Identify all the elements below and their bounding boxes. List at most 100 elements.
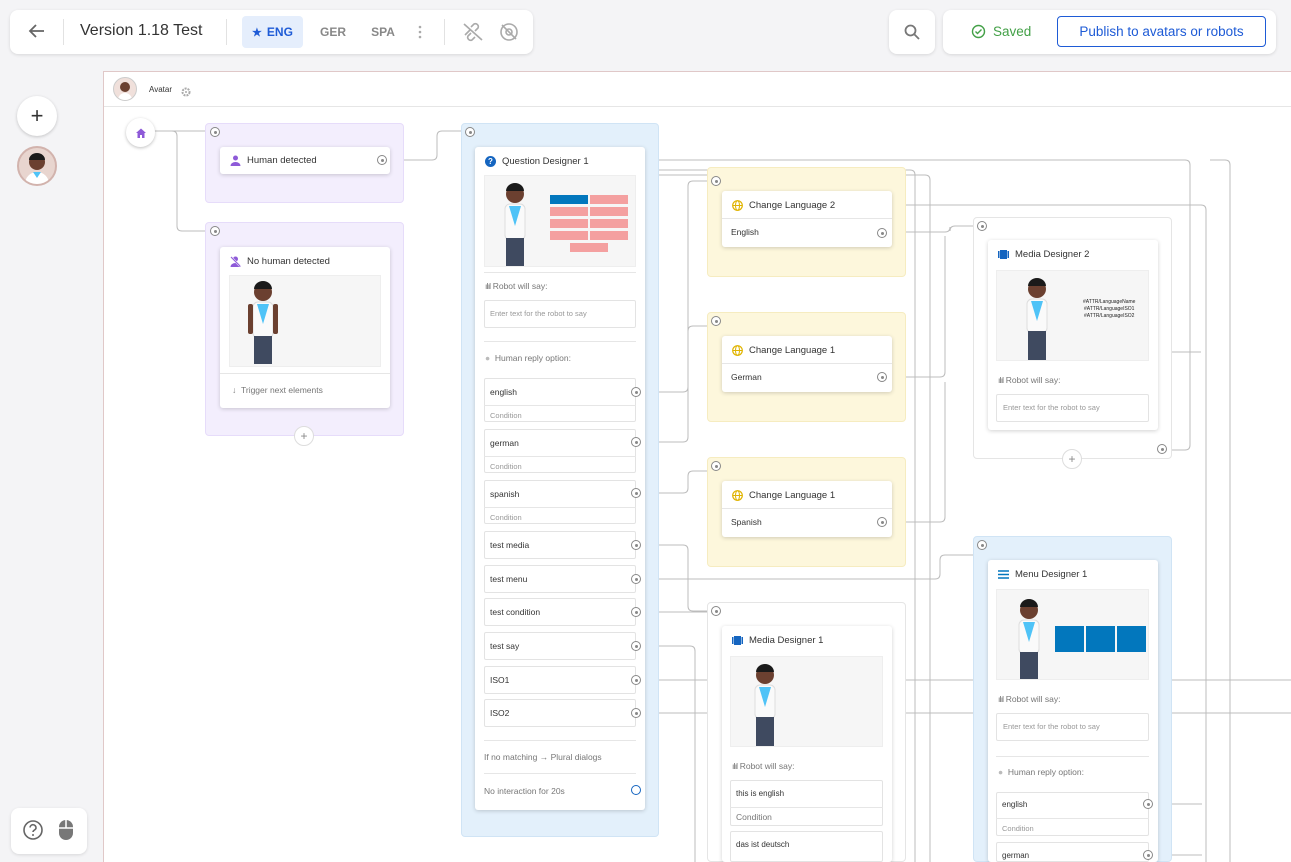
input-port[interactable] <box>711 606 721 616</box>
separator <box>722 508 892 509</box>
input-port[interactable] <box>977 540 987 550</box>
add-element-button[interactable]: + <box>17 96 57 136</box>
reply-option-test-say[interactable] <box>484 632 636 660</box>
output-port[interactable] <box>877 372 887 382</box>
robot-say-text: Robot will say: <box>492 281 548 291</box>
robot-say-input[interactable] <box>996 394 1149 422</box>
input-port[interactable] <box>711 176 721 186</box>
output-port[interactable] <box>631 708 641 718</box>
lang-tab-eng[interactable]: ★ ENG <box>242 16 303 48</box>
output-port[interactable] <box>631 641 641 651</box>
lang-label: ENG <box>266 25 293 39</box>
avatar[interactable] <box>17 146 57 186</box>
output-port[interactable] <box>631 675 641 685</box>
avatar-preview <box>229 275 381 367</box>
card-title-text: Media Designer 1 <box>749 635 824 646</box>
help-icon[interactable] <box>22 819 44 841</box>
output-port[interactable] <box>1157 444 1167 454</box>
output-port[interactable] <box>1143 850 1153 860</box>
say-placeholder: Enter text for the robot to say <box>1003 403 1100 412</box>
say-line-box[interactable] <box>730 831 883 862</box>
publish-button[interactable]: Publish to avatars or robots <box>1057 16 1266 47</box>
output-port[interactable] <box>631 437 641 447</box>
separator <box>484 405 636 406</box>
question-designer-card[interactable]: ? Question Designer 1 ıIıl Robot will sa… <box>475 147 645 810</box>
more-vert-icon[interactable] <box>415 24 425 40</box>
back-arrow-icon[interactable] <box>26 20 48 42</box>
option-label: english <box>490 387 517 397</box>
no-human-card[interactable]: No human detected ↓ Trigger next element… <box>220 247 390 408</box>
option-label: spanish <box>490 489 520 499</box>
reply-option-english[interactable] <box>996 792 1149 836</box>
change-language-card-2[interactable]: Change Language 1 German <box>722 336 892 392</box>
output-port[interactable] <box>631 574 641 584</box>
search-icon[interactable] <box>903 23 921 41</box>
output-port[interactable] <box>631 607 641 617</box>
robot-say-input[interactable] <box>484 300 636 328</box>
output-port[interactable] <box>1143 799 1153 809</box>
say-placeholder: Enter text for the robot to say <box>490 309 587 318</box>
start-node[interactable] <box>126 118 155 147</box>
output-port[interactable] <box>631 488 641 498</box>
timer-icon[interactable] <box>631 785 641 795</box>
reply-option-iso1[interactable] <box>484 666 636 694</box>
media-designer-1-card[interactable]: Media Designer 1 ıIıl Robot will say: th… <box>722 626 892 862</box>
output-port[interactable] <box>631 540 641 550</box>
robot-say-input[interactable] <box>996 713 1149 741</box>
attr-line: #ATTR/LanguageISO1 <box>1083 306 1135 312</box>
card-title: Media Designer 2 <box>998 249 1089 260</box>
reply-option-german[interactable] <box>484 429 636 473</box>
change-language-card-3[interactable]: Change Language 1 Spanish <box>722 481 892 537</box>
input-port[interactable] <box>711 461 721 471</box>
reply-option-test-menu[interactable] <box>484 565 636 593</box>
human-reply-text: Human reply option: <box>494 353 571 363</box>
say-line-box[interactable] <box>730 780 883 826</box>
sound-wave-icon: ıIıl <box>485 281 493 291</box>
input-port[interactable] <box>465 127 475 137</box>
mouse-icon[interactable] <box>55 818 77 842</box>
output-port[interactable] <box>631 387 641 397</box>
input-port[interactable] <box>210 226 220 236</box>
divider <box>226 19 227 45</box>
separator <box>722 218 892 219</box>
saved-status: Saved <box>971 24 1031 39</box>
human-detected-card[interactable]: Human detected <box>220 147 390 174</box>
reply-option-english[interactable] <box>484 378 636 422</box>
separator <box>722 363 892 364</box>
card-title-text: Change Language 1 <box>749 490 836 501</box>
reply-option-test-media[interactable] <box>484 531 636 559</box>
question-preview <box>484 175 636 267</box>
menu-designer-card[interactable]: Menu Designer 1 ıIıl Robot will say: Ent… <box>988 560 1158 862</box>
lang-tab-ger[interactable]: GER <box>313 16 353 48</box>
add-button[interactable]: + <box>294 426 314 446</box>
output-port[interactable] <box>877 228 887 238</box>
say-placeholder: Enter text for the robot to say <box>1003 722 1100 731</box>
output-port[interactable] <box>377 155 387 165</box>
option-label: test media <box>490 540 530 550</box>
person-icon: ● <box>998 767 1008 777</box>
separator <box>996 756 1149 757</box>
trigger-next[interactable]: ↓ Trigger next elements <box>232 385 323 395</box>
no-interaction-label[interactable]: No interaction for 20s <box>484 786 565 796</box>
separator <box>484 456 636 457</box>
gear-icon[interactable] <box>181 84 191 97</box>
output-port[interactable] <box>877 517 887 527</box>
input-port[interactable] <box>711 316 721 326</box>
no-match-label[interactable]: If no matching → Plural dialogs <box>484 752 602 762</box>
lang-tab-spa[interactable]: SPA <box>363 16 403 48</box>
option-label: german <box>1002 851 1030 860</box>
separator <box>484 272 636 273</box>
add-button[interactable]: + <box>1062 449 1082 469</box>
input-port[interactable] <box>977 221 987 231</box>
input-port[interactable] <box>210 127 220 137</box>
reply-option-test-condition[interactable] <box>484 598 636 626</box>
condition-placeholder: Condition <box>1002 824 1034 833</box>
visibility-off-icon[interactable] <box>498 21 520 43</box>
human-reply-label: ● Human reply option: <box>998 767 1084 777</box>
reply-option-spanish[interactable] <box>484 480 636 524</box>
media-designer-2-card[interactable]: Media Designer 2 #ATTR/LanguageName #ATT… <box>988 240 1158 430</box>
link-off-icon[interactable] <box>461 21 485 43</box>
card-title: Menu Designer 1 <box>998 569 1087 580</box>
robot-say-text: Robot will say: <box>739 761 795 771</box>
change-language-card-1[interactable]: Change Language 2 English <box>722 191 892 247</box>
